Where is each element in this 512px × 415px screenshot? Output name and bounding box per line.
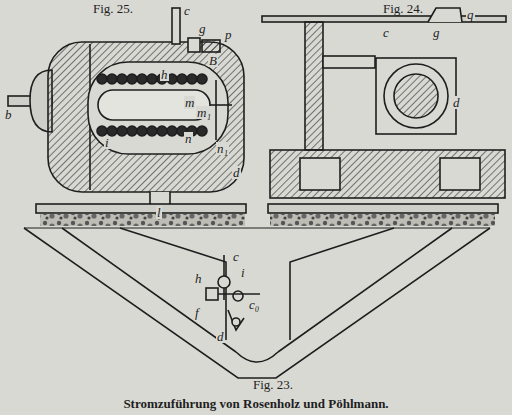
part-letter: c	[183, 4, 191, 17]
figure-caption: Stromzuführung von Rosenholz und Pöhlman…	[0, 397, 512, 410]
part-letter: c₀	[248, 298, 260, 311]
spring-coil	[157, 126, 167, 136]
spring-coil	[147, 74, 157, 84]
part-letter: q	[466, 8, 475, 21]
spring-coil	[137, 126, 147, 136]
spring-coil	[107, 74, 117, 84]
spring-coil	[167, 126, 177, 136]
spring-coil	[177, 74, 187, 84]
spring-coil	[197, 74, 207, 84]
part-letter: c	[382, 26, 390, 39]
part-letter: p	[224, 28, 233, 41]
part-letter: d	[216, 330, 225, 343]
figure-number: Fig. 25.	[92, 2, 134, 15]
figure-number: Fig. 23.	[252, 378, 294, 391]
spring-coil	[147, 126, 157, 136]
spring-coil	[117, 126, 127, 136]
part-letter: g	[432, 26, 441, 39]
spring-coil	[117, 74, 127, 84]
spring-coil	[127, 126, 137, 136]
part-letter: h	[194, 272, 203, 285]
part-letter: d	[232, 166, 241, 179]
spring-coil	[97, 74, 107, 84]
part-letter: h	[160, 68, 169, 81]
current-collector	[206, 255, 260, 330]
part-letter: d	[452, 96, 461, 109]
part-letter: m	[184, 96, 195, 109]
spring-coil	[197, 126, 207, 136]
part-letter: g	[198, 22, 207, 35]
spring-coil	[187, 74, 197, 84]
part-letter: b	[4, 108, 13, 121]
part-letter: B	[208, 54, 218, 67]
spring-coil	[137, 74, 147, 84]
part-letter: i	[240, 266, 246, 279]
part-letter: c	[232, 250, 240, 263]
spring-coil	[107, 126, 117, 136]
part-letter: f	[194, 306, 200, 319]
spring-coil	[127, 74, 137, 84]
part-letter: m₁	[196, 106, 212, 119]
part-letter: n₁	[216, 142, 229, 155]
figure-number: Fig. 24.	[382, 2, 424, 15]
part-letter: l	[156, 206, 162, 219]
spring-coil	[97, 126, 107, 136]
spring-coil	[167, 74, 177, 84]
contact-side-view	[262, 8, 506, 198]
contact-housing	[8, 8, 244, 207]
track-section	[24, 204, 498, 378]
coil-spring	[97, 74, 207, 136]
part-letter: i	[104, 136, 110, 149]
part-letter: n	[184, 132, 193, 145]
